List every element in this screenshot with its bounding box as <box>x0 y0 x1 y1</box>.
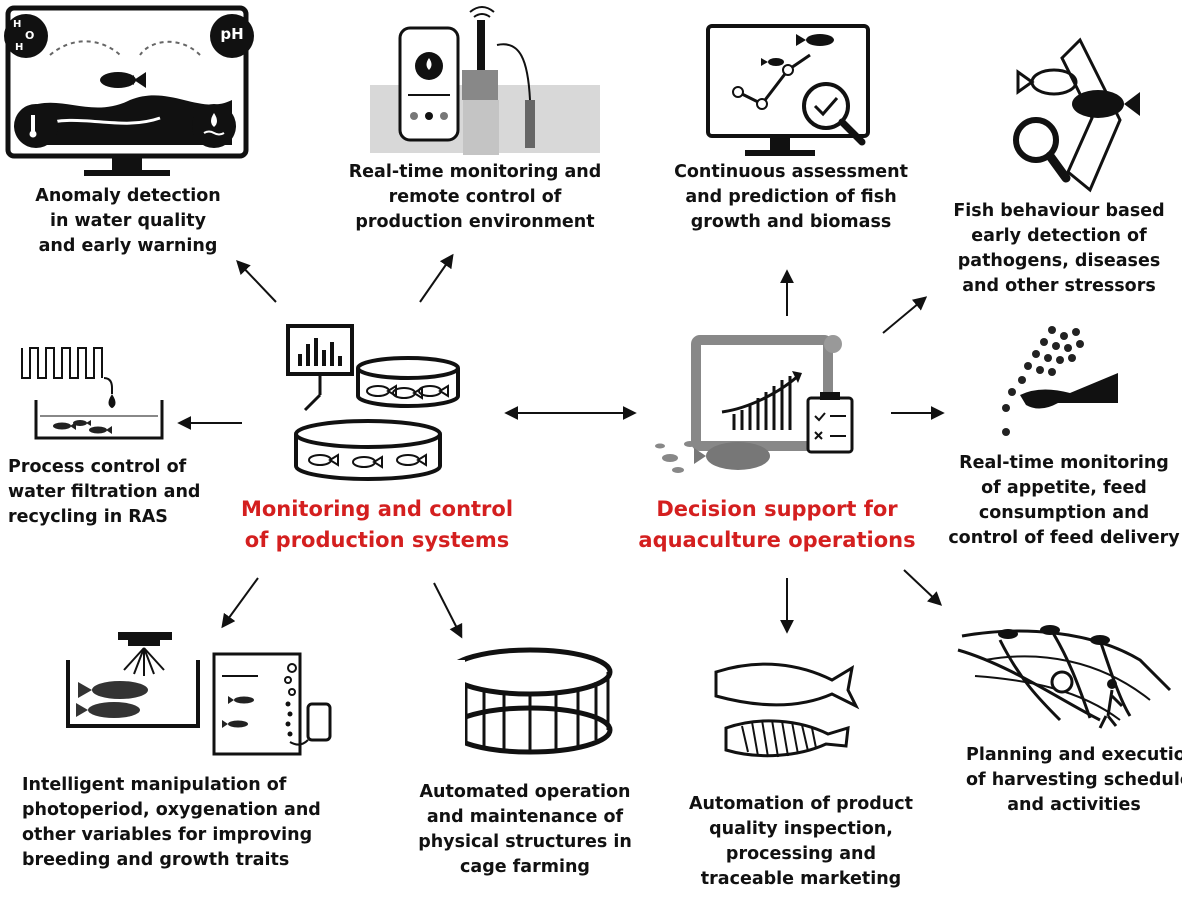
label-growth-prediction: Continuous assessment and prediction of … <box>674 162 908 232</box>
arrow-to-behaviour <box>882 296 928 334</box>
molecule-h2-text: H <box>15 42 24 53</box>
fish-fillet-icon <box>714 662 860 758</box>
arrow-to-photoperiod <box>221 577 259 629</box>
harvest-net-icon <box>957 625 1172 729</box>
label-cage-farming: Automated operation and maintenance of p… <box>418 782 632 877</box>
molecule-o-text: O <box>25 29 35 42</box>
molecule-h1-text: H <box>13 19 22 30</box>
photoperiod-tank-icon <box>66 632 332 756</box>
label-appetite-monitoring: Real-time monitoring of appetite, feed c… <box>948 453 1180 548</box>
label-water-filtration: Process control of water filtration and … <box>8 457 201 527</box>
fish-tanks-icon <box>286 324 460 481</box>
growth-monitor-icon <box>706 24 870 156</box>
label-harvesting: Planning and execution of harvesting sch… <box>966 745 1182 815</box>
hub-monitoring-control: Monitoring and control of production sys… <box>240 497 514 552</box>
label-anomaly-detection: Anomaly detection in water quality and e… <box>35 186 221 256</box>
label-product-quality: Automation of product quality inspection… <box>688 794 913 889</box>
label-fish-behaviour: Fish behaviour based early detection of … <box>953 201 1165 296</box>
filtration-fish-icon <box>53 420 112 434</box>
arrow-to-remote-control <box>419 253 454 303</box>
arrows <box>177 253 945 639</box>
cage-structure-icon <box>445 647 613 755</box>
arrow-to-anomaly <box>236 259 277 303</box>
filtration-tank-icon <box>21 347 164 440</box>
label-photoperiod-manipulation: Intelligent manipulation of photoperiod,… <box>22 775 321 870</box>
arrow-to-cage <box>433 582 463 639</box>
ph-badge-text: pH <box>220 25 244 43</box>
arrow-to-harvest <box>903 569 943 606</box>
water-quality-monitor-icon <box>4 5 254 176</box>
fish-behaviour-icon <box>1013 37 1140 193</box>
label-realtime-remote-control: Real-time monitoring and remote control … <box>348 162 602 232</box>
decision-dashboard-icon <box>655 335 854 473</box>
remote-sensor-icon <box>370 6 600 155</box>
feed-hand-icon <box>1002 326 1118 436</box>
hub-decision-support: Decision support for aquaculture operati… <box>638 497 916 552</box>
